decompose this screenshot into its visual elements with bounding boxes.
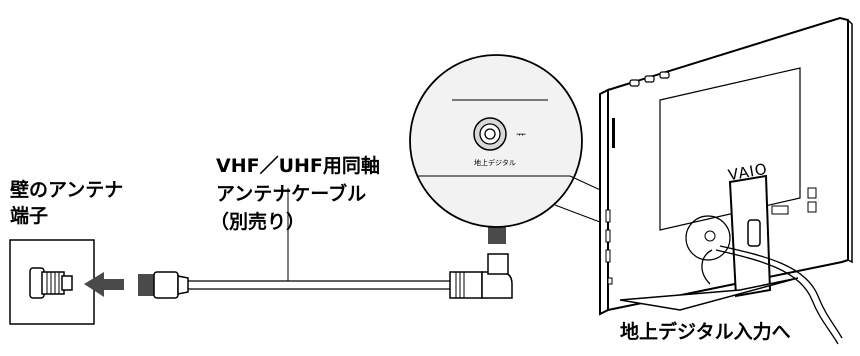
cable-label-line1: VHF／UHF用同軸 xyxy=(216,155,380,177)
wall-terminal-label-line1: 壁のアンテナ xyxy=(10,179,124,201)
wall-antenna-plate xyxy=(9,239,95,325)
wall-connector xyxy=(29,267,73,299)
zoom-port-symbol: ᅲ xyxy=(516,128,527,141)
antenna-port-zoomed xyxy=(473,117,507,151)
monitor-stand xyxy=(619,174,799,311)
monitor-buttons xyxy=(629,71,670,87)
zoom-callout xyxy=(409,54,701,259)
cable-label-line3: （別売り） xyxy=(210,211,306,233)
arrow-left-icon xyxy=(84,272,124,297)
coaxial-cable xyxy=(188,188,452,290)
cable-plug-right xyxy=(449,253,513,299)
vaio-monitor xyxy=(599,16,853,345)
zoom-port-label: 地上デジタル xyxy=(474,159,516,167)
terrestrial-input-label: 地上デジタル入力へ xyxy=(620,321,791,343)
wall-terminal-label-line2: 端子 xyxy=(10,205,49,227)
cable-label-line2: アンテナケーブル xyxy=(216,183,367,205)
cable-plug-left xyxy=(138,271,189,299)
side-ports xyxy=(605,118,615,285)
